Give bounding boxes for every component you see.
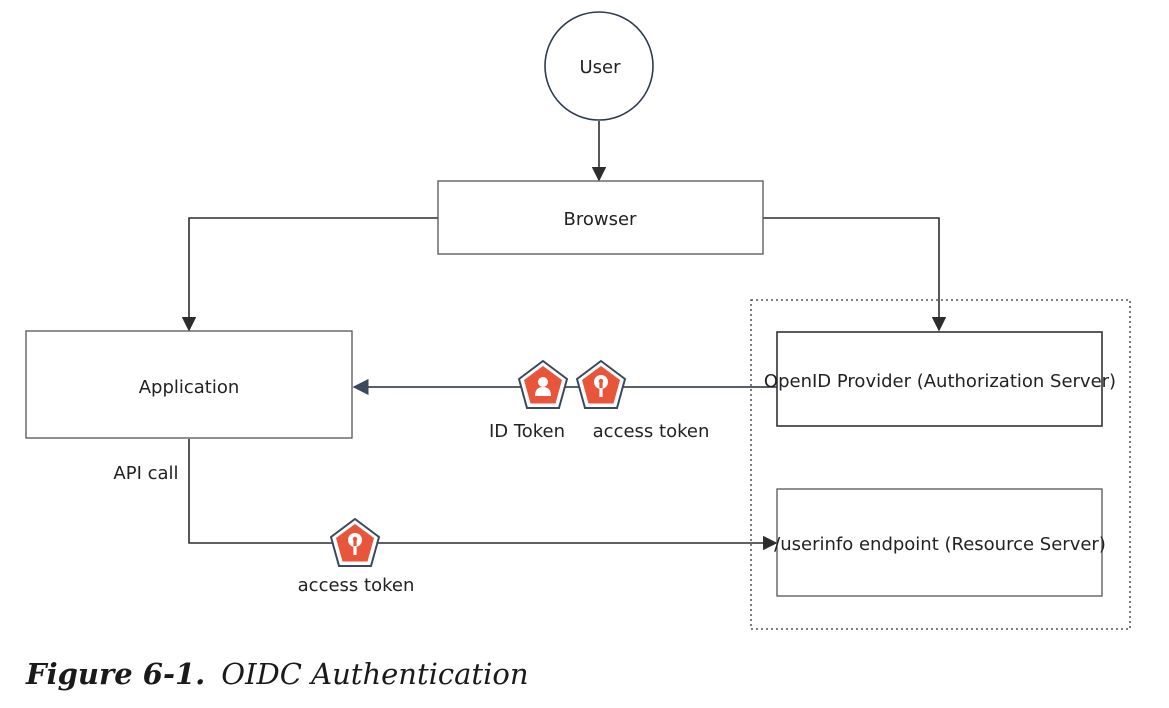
id-token-badge — [518, 360, 568, 409]
application-to-userinfo-arrow — [188, 439, 778, 551]
application-node: Application — [25, 330, 353, 439]
browser-to-application-arrow — [181, 217, 438, 332]
userinfo-endpoint-node: /userinfo endpoint (Resource Server) — [774, 488, 1106, 597]
user-badge-icon — [535, 377, 551, 396]
svg-text:Figure 6-1. OIDC Authent: Figure 6-1. OIDC Authentication — [25, 657, 529, 691]
id-token-label: ID Token — [489, 421, 565, 442]
user-node: User — [544, 11, 654, 121]
application-label: Application — [139, 377, 240, 398]
figure-number: Figure 6-1. — [25, 657, 205, 691]
figure-title: OIDC Authentication — [221, 657, 528, 691]
user-label: User — [579, 57, 621, 78]
access-token-badge-top — [576, 360, 626, 409]
openid-provider-label: OpenID Provider (Authorization Server) — [764, 371, 1116, 392]
key-badge-icon — [594, 375, 608, 397]
figure-caption: Figure 6-1. OIDC Authentication — [25, 657, 529, 691]
server-group-border — [750, 299, 1131, 630]
access-token-label-bottom: access token — [298, 575, 415, 596]
access-token-badge-bottom — [330, 518, 380, 567]
browser-to-provider-arrow — [763, 217, 947, 332]
openid-provider-node: OpenID Provider (Authorization Server) — [764, 331, 1116, 427]
browser-label: Browser — [564, 209, 638, 230]
access-token-label-top: access token — [593, 421, 710, 442]
api-call-label: API call — [113, 463, 178, 484]
browser-node: Browser — [437, 180, 764, 255]
userinfo-endpoint-label: /userinfo endpoint (Resource Server) — [774, 534, 1106, 555]
key-badge-icon — [348, 533, 362, 555]
